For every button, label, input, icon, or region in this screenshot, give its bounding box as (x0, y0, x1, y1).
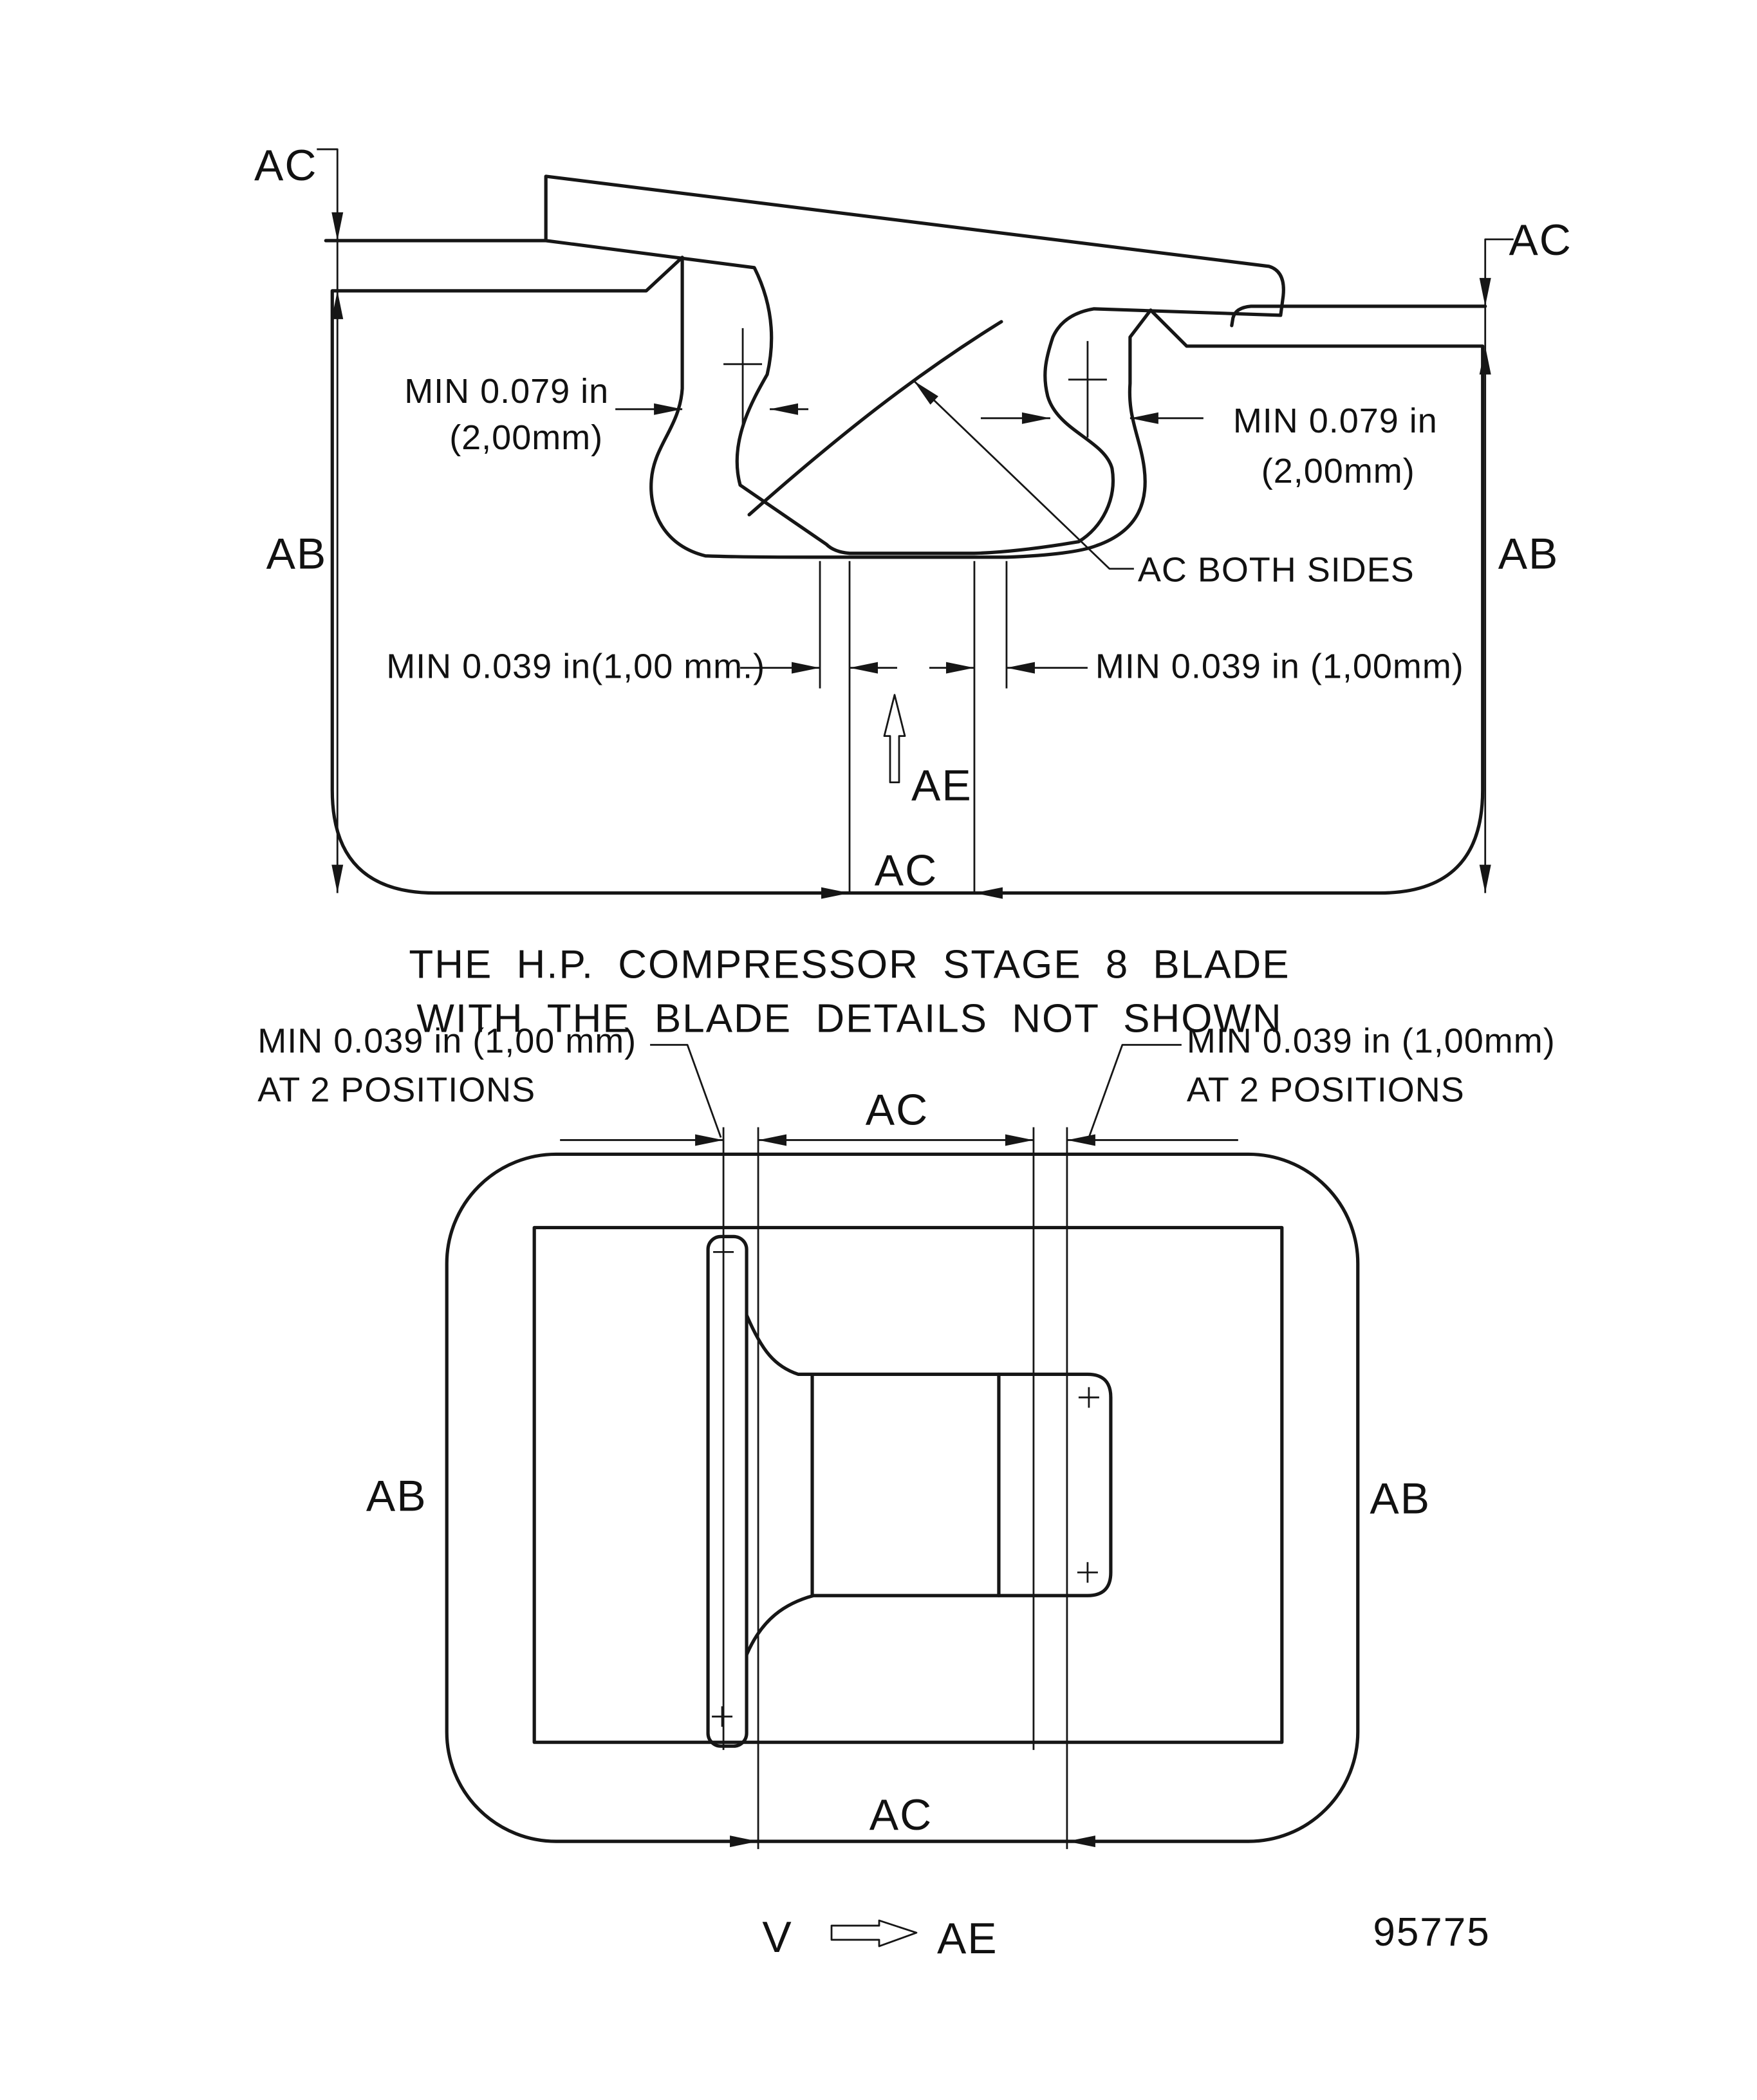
arrowhead-marker (695, 1134, 724, 1146)
arrowhead-marker (654, 403, 683, 415)
plan-view-arrow-label-ae: AE (937, 1914, 998, 1963)
arrowhead-marker (331, 212, 344, 241)
dim-root-gap-left: MIN 0.039 in(1,00 mm.) (386, 647, 765, 686)
arrowhead-marker (1066, 1134, 1095, 1146)
arrowhead-marker (1479, 346, 1491, 375)
arrowhead-marker (974, 887, 1003, 899)
plan-dim-top-ac: AC (866, 1085, 929, 1134)
top-view-cross-section: AC MIN 0.079 in (2,00mm) AB AC MIN 0.079… (254, 141, 1572, 899)
plan-dim-left-line1: MIN 0.039 in (1,00 mm) (257, 1021, 637, 1060)
plan-dim-bottom-ac: AC (869, 1790, 933, 1839)
root-right-land (997, 1372, 1113, 1597)
plan-datum-ab-left: AB (366, 1471, 427, 1520)
arrowhead-marker (331, 864, 344, 893)
plan-datum-ab-right: AB (1370, 1474, 1431, 1523)
arrowhead-marker (331, 290, 344, 319)
arrowhead-marker (792, 662, 821, 674)
datum-label-ac-top-right: AC (1509, 216, 1572, 265)
arrowhead-marker (850, 662, 879, 674)
arrowhead-marker (758, 1134, 787, 1146)
dim-platform-left-line2: (2,00mm) (449, 418, 603, 457)
slot-opening-outline (532, 1225, 1284, 1744)
datum-label-ab-left: AB (266, 530, 328, 579)
caption: THE H.P. COMPRESSOR STAGE 8 BLADE WITH T… (409, 943, 1290, 1041)
ae-view-arrow-icon (883, 694, 906, 784)
dim-platform-left-line1: MIN 0.079 in (404, 372, 609, 411)
caption-line1: THE H.P. COMPRESSOR STAGE 8 BLADE (409, 943, 1290, 987)
arrowhead-marker (913, 380, 938, 405)
arrowhead-marker (1479, 864, 1491, 893)
arrowhead-marker (1479, 277, 1491, 306)
root-middle-edges (745, 1313, 1001, 1657)
root-left-land (706, 1234, 748, 1748)
plan-dim-right-line2: AT 2 POSITIONS (1187, 1070, 1465, 1109)
arrowhead-marker (1066, 1835, 1095, 1848)
disc-slot-outline (330, 256, 1485, 895)
dimension-lines-plan-view (560, 1044, 1238, 1850)
arrowhead-marker (945, 662, 974, 674)
arrowhead-marker (1005, 1134, 1034, 1146)
blade-root-outline (544, 174, 1285, 555)
root-inner-serration-curve (747, 320, 1003, 517)
caption-line2: WITH THE BLADE DETAILS NOT SHOWN (416, 997, 1282, 1041)
figure-number: 95775 (1373, 1910, 1490, 1955)
view-direction-label-ae: AE (911, 761, 972, 810)
arrowheads-plan-view (695, 1134, 1095, 1848)
plan-dim-left-line2: AT 2 POSITIONS (257, 1070, 535, 1109)
dim-root-gap-right: MIN 0.039 in (1,00mm) (1095, 647, 1464, 686)
disc-segment-outline (445, 1152, 1360, 1843)
dim-root-width-label-ac: AC (875, 846, 938, 895)
dim-platform-right-line2: (2,00mm) (1261, 452, 1415, 490)
arrowhead-marker (730, 1835, 759, 1848)
datum-label-ac-top-left: AC (254, 141, 317, 190)
arrowhead-marker (1006, 662, 1035, 674)
arrowheads-top-view (331, 212, 1491, 899)
note-ac-both-sides: AC BOTH SIDES (1138, 551, 1415, 590)
plan-dim-right-line1: MIN 0.039 in (1,00mm) (1187, 1021, 1556, 1060)
arrowhead-marker (1021, 412, 1050, 424)
dim-platform-right-line1: MIN 0.079 in (1233, 402, 1438, 440)
arrowhead-marker (1130, 412, 1158, 424)
datum-label-ab-right: AB (1498, 530, 1559, 579)
plan-view: MIN 0.039 in (1,00 mm) AT 2 POSITIONS AC… (257, 1021, 1556, 1963)
v-view-arrow-icon (830, 1919, 918, 1947)
arrowhead-marker (770, 403, 799, 415)
arrowhead-marker (821, 887, 850, 899)
plan-view-letter-v: V (762, 1913, 792, 1962)
platform-surface-line-right (1230, 304, 1487, 328)
